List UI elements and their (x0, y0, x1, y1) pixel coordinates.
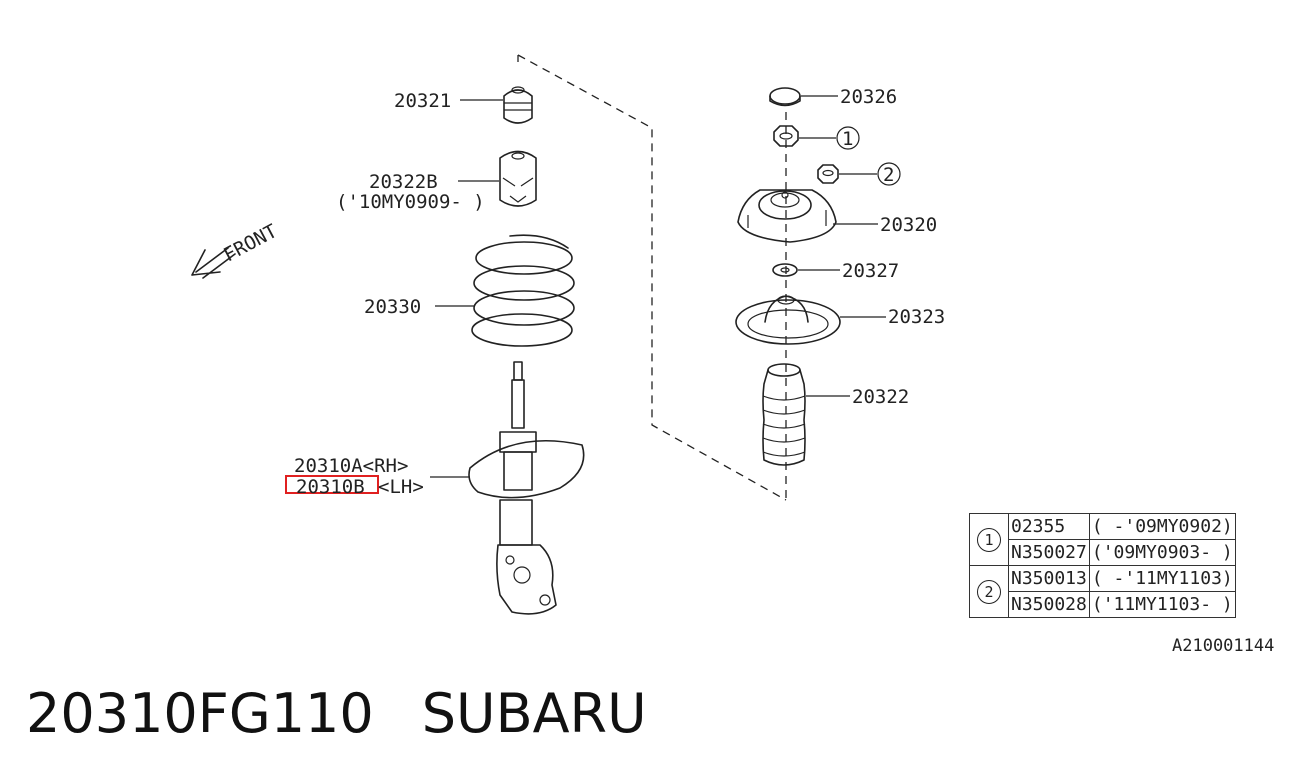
nut-2-part[interactable] (817, 164, 839, 184)
label-20330[interactable]: 20330 (364, 296, 421, 318)
legend-ref-2: 2 (969, 565, 1009, 618)
label-20322[interactable]: 20322 (852, 386, 909, 408)
parts-diagram: FRONT 20321 20322B ('10MY0909- ) 20330 (191, 54, 945, 615)
label-20310a[interactable]: 20310A<RH> (294, 455, 408, 477)
applicability-legend-table: 1 02355 ( -'09MY0902) N350027 ('09MY0903… (969, 513, 1236, 618)
legend-range: ('11MY1103- ) (1088, 591, 1236, 618)
dust-boot-part[interactable] (762, 363, 806, 466)
table-row: N350028 ('11MY1103- ) (970, 591, 1236, 618)
label-20310b-side: <LH> (378, 476, 424, 498)
front-arrow-icon: FRONT (191, 220, 281, 279)
ref-2-label: 2 (883, 164, 894, 186)
label-20326[interactable]: 20326 (840, 86, 897, 108)
dust-boot-b-part[interactable] (499, 150, 537, 207)
coil-spring-part[interactable] (471, 234, 575, 347)
label-20320[interactable]: 20320 (880, 214, 937, 236)
label-20310b-code[interactable]: 20310B (296, 476, 365, 498)
legend-part[interactable]: N350013 (1008, 565, 1090, 592)
legend-range: ( -'11MY1103) (1088, 565, 1236, 592)
legend-ref-1: 1 (969, 513, 1009, 566)
label-20322b-note: ('10MY0909- ) (336, 191, 485, 213)
label-20323[interactable]: 20323 (888, 306, 945, 328)
front-label: FRONT (220, 220, 281, 266)
caption-part-number: 20310FG110 (26, 682, 374, 745)
diagram-code: A210001144 (1172, 636, 1275, 656)
table-row: 2 N350013 ( -'11MY1103) (969, 565, 1236, 618)
highlight-box (285, 475, 379, 494)
label-20322b[interactable]: 20322B (369, 171, 438, 193)
ref-2-circle (877, 162, 901, 186)
mount-cap-part[interactable] (769, 87, 801, 107)
legend-range: ( -'09MY0902) (1088, 513, 1236, 540)
ref-1-label: 1 (842, 128, 853, 150)
ref-1-circle (836, 126, 860, 150)
legend-range: ('09MY0903- ) (1088, 539, 1236, 566)
caption-brand: SUBARU (421, 682, 647, 745)
legend-part[interactable]: N350027 (1008, 539, 1090, 566)
page-caption: 20310FG110 SUBARU (26, 682, 695, 745)
nut-1-part[interactable] (773, 125, 799, 147)
label-20327[interactable]: 20327 (842, 260, 899, 282)
strut-assembly-part[interactable] (468, 361, 585, 615)
washer-part[interactable] (772, 263, 798, 277)
strut-mount-part[interactable] (737, 189, 837, 243)
table-row: N350027 ('09MY0903- ) (970, 539, 1236, 566)
legend-part[interactable]: 02355 (1008, 513, 1090, 540)
spring-seat-part[interactable] (735, 295, 841, 345)
label-20321[interactable]: 20321 (394, 90, 451, 112)
legend-part[interactable]: N350028 (1008, 591, 1090, 618)
exploded-view-bracket (517, 54, 787, 501)
bump-stop-part[interactable] (503, 86, 533, 124)
table-row: 1 02355 ( -'09MY0902) (969, 513, 1236, 566)
